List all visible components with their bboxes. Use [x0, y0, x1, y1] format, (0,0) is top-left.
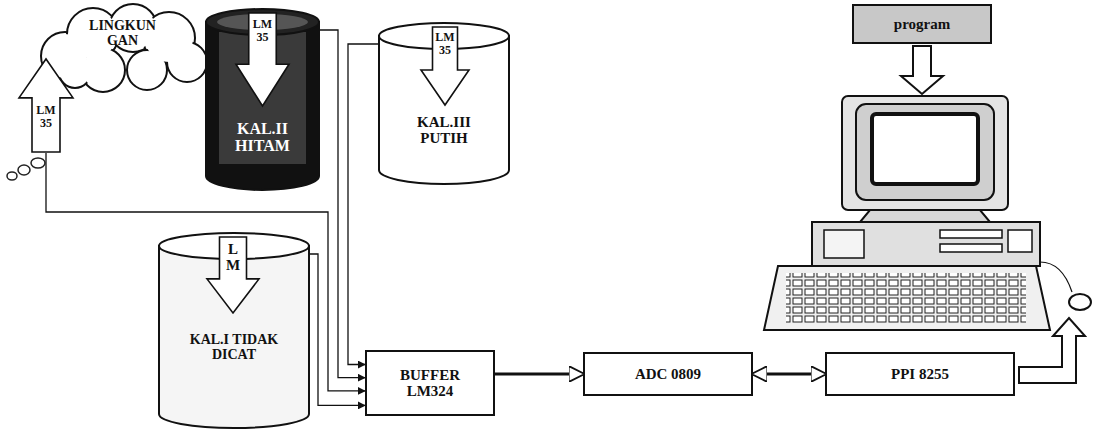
node-label: LM 35: [433, 31, 457, 57]
cloud: LINGKUN GAN: [35, 4, 210, 92]
bus-arrow: [753, 373, 825, 376]
black-can: KAL.II HITAM LM 35: [205, 8, 320, 190]
node-label: LM 35: [250, 18, 276, 44]
bus-arrow: [1019, 318, 1085, 383]
plain-can: KAL.I TIDAK DICAT L M: [158, 232, 310, 428]
buffer-box: BUFFER LM324: [365, 350, 495, 416]
sensor-arrow: LM 35: [18, 58, 74, 153]
cloud-bubbles: [7, 158, 45, 180]
node-label: ADC 0809: [588, 366, 748, 382]
bus-arrow: [495, 373, 583, 376]
computer: [764, 96, 1091, 330]
program-arrow: [901, 46, 943, 94]
node-label: KAL.III PUTIH: [394, 114, 494, 146]
sensor-arrow: L M: [206, 236, 260, 314]
node-label: KAL.I TIDAK DICAT: [174, 332, 294, 362]
adc-box: ADC 0809: [583, 352, 753, 396]
node-label: LINGKUN GAN: [73, 18, 173, 48]
node-label: program: [857, 16, 987, 32]
node-label: PPI 8255: [830, 366, 1010, 382]
node-label: LM 35: [33, 104, 59, 130]
ppi-box: PPI 8255: [825, 352, 1015, 396]
program-box: program: [852, 4, 992, 44]
sensor-arrow: LM 35: [420, 26, 470, 106]
sensor-arrow: LM 35: [235, 12, 290, 107]
node-label: KAL.II HITAM: [218, 120, 308, 155]
node-label: BUFFER LM324: [385, 367, 475, 399]
white-can: KAL.III PUTIH LM 35: [378, 22, 510, 184]
node-label: L M: [224, 241, 242, 273]
